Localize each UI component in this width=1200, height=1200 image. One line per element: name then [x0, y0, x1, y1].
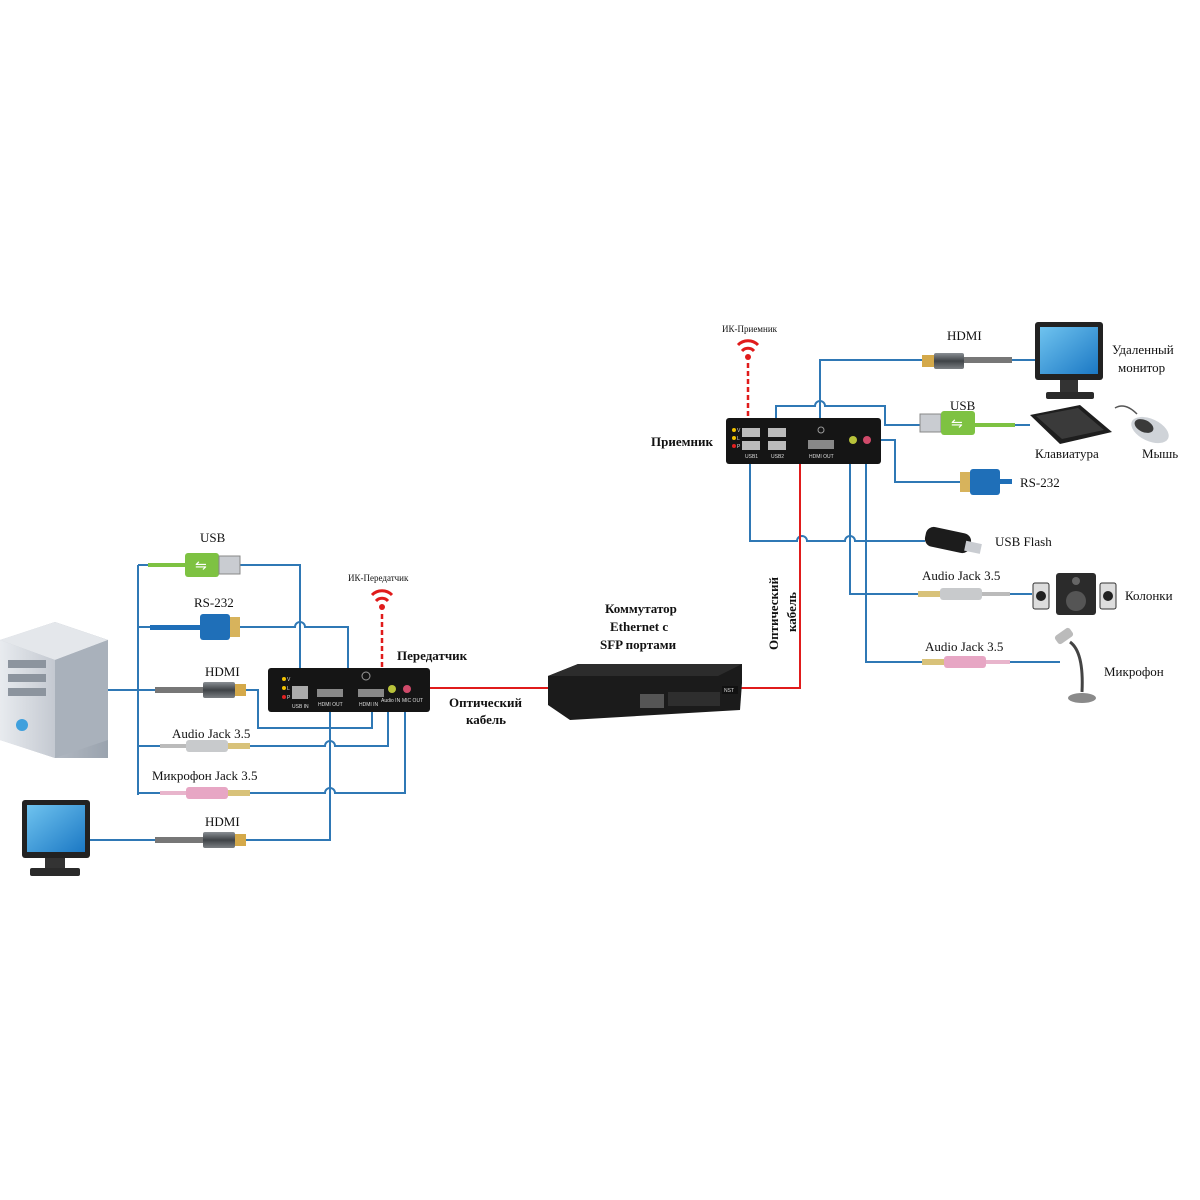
- usb-label-right: USB: [950, 398, 976, 413]
- microphone-device: [1054, 627, 1096, 703]
- usb-cable-right: ⇋: [919, 411, 1015, 435]
- ethernet-switch: [548, 664, 742, 720]
- local-monitor: [22, 800, 90, 876]
- tx-port-hdmi-out: HDMI OUT: [318, 702, 343, 708]
- fiber-label-left-2: кабель: [466, 712, 506, 727]
- tx-led-v: V: [287, 677, 291, 683]
- rs232-cable-right: [960, 469, 1012, 495]
- mouse-device: [1114, 405, 1169, 444]
- usb-flash-drive: [924, 526, 982, 554]
- ir-transmitter-icon: [370, 589, 394, 610]
- speakers-device: [1032, 573, 1117, 615]
- remote-monitor: [1035, 322, 1103, 399]
- tx-port-usb-in: USB IN: [292, 704, 309, 710]
- rx-led-p: P: [737, 444, 741, 450]
- transmitter-label: Передатчик: [397, 648, 468, 663]
- audio-cable-right: [918, 588, 1010, 600]
- hdmi-cable-right: [922, 353, 1012, 369]
- switch-label-1: Коммутатор: [605, 601, 677, 616]
- usb-flash-label: USB Flash: [995, 534, 1052, 549]
- svg-text:⇋: ⇋: [195, 558, 207, 574]
- rx-port-usb1: USB1: [745, 454, 758, 460]
- rs232-cable-left: [150, 614, 240, 640]
- hdmi-cable-left-in: [155, 682, 246, 698]
- rs232-label-right: RS-232: [1020, 475, 1060, 490]
- audio-label-right: Audio Jack 3.5: [922, 568, 1000, 583]
- hdmi-in-label-left: HDMI: [205, 664, 240, 679]
- receiver-label: Приемник: [651, 434, 713, 449]
- rx-led-v: V: [737, 428, 741, 434]
- hdmi-cable-left-out: [155, 832, 246, 848]
- ir-receiver-label: ИК-Приемник: [722, 324, 778, 334]
- audio-label-left: Audio Jack 3.5: [172, 726, 250, 741]
- tx-port-mic-out: MIC OUT: [402, 698, 423, 704]
- right-wiring: [749, 359, 1060, 663]
- fiber-label-right-1: Оптический: [766, 577, 781, 650]
- usb-cable-left: ⇋: [148, 553, 241, 577]
- svg-text:⇋: ⇋: [951, 416, 963, 432]
- rx-port-hdmi-out: HDMI OUT: [809, 454, 834, 460]
- remote-monitor-label-1: Удаленный: [1112, 342, 1174, 357]
- tx-led-p: P: [287, 695, 291, 701]
- receiver-box: [726, 418, 881, 464]
- audio-cable-left: [160, 740, 250, 752]
- fiber-lines: [380, 363, 801, 689]
- mouse-label: Мышь: [1142, 446, 1178, 461]
- tx-port-hdmi-in: HDMI IN: [359, 702, 379, 708]
- switch-brand: NST: [724, 688, 734, 694]
- transmitter-box: [268, 668, 430, 712]
- mic-label-left: Микрофон Jack 3.5: [152, 768, 258, 783]
- pc-tower: [0, 622, 108, 758]
- keyboard-label: Клавиатура: [1035, 446, 1099, 461]
- rs232-label-left: RS-232: [194, 595, 234, 610]
- microphone-label: Микрофон: [1104, 664, 1164, 679]
- speakers-label: Колонки: [1125, 588, 1173, 603]
- switch-label-3: SFP портами: [600, 637, 677, 652]
- fiber-label-left-1: Оптический: [449, 695, 522, 710]
- rx-port-usb2: USB2: [771, 454, 784, 460]
- keyboard-device: [1030, 405, 1112, 444]
- remote-monitor-label-2: монитор: [1118, 360, 1165, 375]
- fiber-label-right-2: кабель: [784, 592, 799, 632]
- mic-cable-right: [922, 656, 1010, 668]
- mic-audio-label-right: Audio Jack 3.5: [925, 639, 1003, 654]
- hdmi-out-label-left: HDMI: [205, 814, 240, 829]
- tx-led-l: L: [287, 686, 290, 692]
- left-wiring: [90, 564, 406, 841]
- switch-label-2: Ethernet с: [610, 619, 668, 634]
- rx-led-l: L: [737, 436, 740, 442]
- tx-port-audio-in: Audio IN: [381, 698, 401, 704]
- usb-label-left: USB: [200, 530, 226, 545]
- ir-receiver-icon: [736, 339, 760, 360]
- mic-cable-left: [160, 787, 250, 799]
- hdmi-label-right: HDMI: [947, 328, 982, 343]
- ir-transmitter-label: ИК-Передатчик: [348, 573, 409, 583]
